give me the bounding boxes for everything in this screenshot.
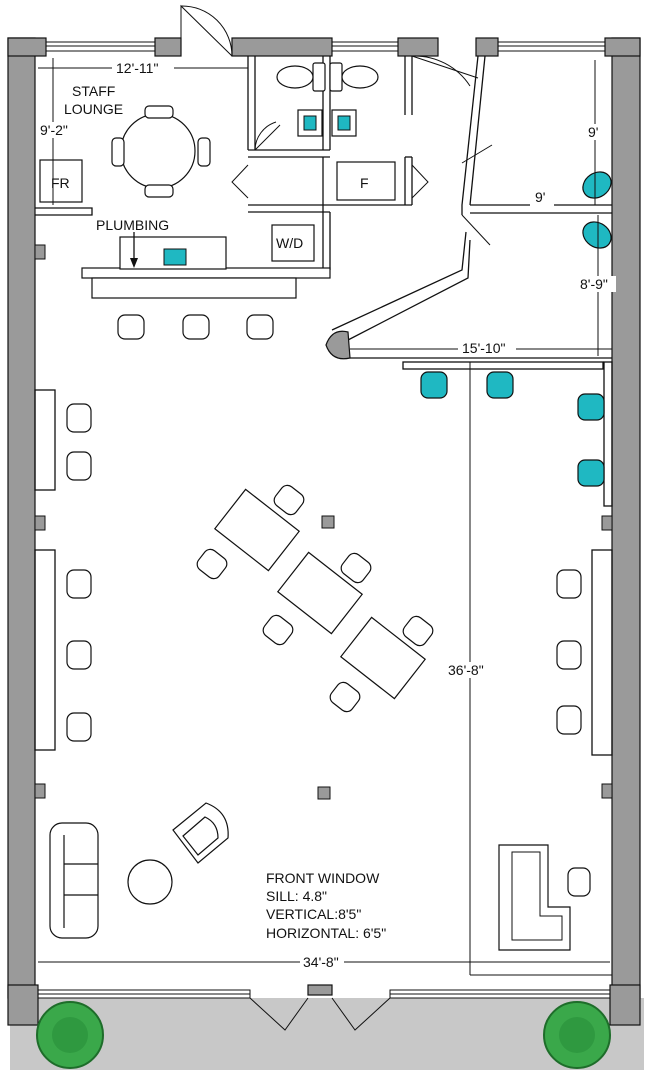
chair-icon (117, 314, 274, 340)
front-window (37, 989, 611, 999)
dim-counter-width: 15'-10" (462, 340, 505, 356)
chair-icon (66, 403, 591, 897)
staff-lounge-label: STAFF (72, 83, 115, 99)
top-windows (45, 41, 606, 52)
f-label: F (360, 175, 369, 191)
coffee-table (127, 859, 173, 905)
table-icon (213, 488, 427, 700)
island (91, 277, 297, 299)
bath-sinks (297, 109, 357, 137)
reception-desk (498, 844, 571, 951)
chair-icon (111, 105, 211, 198)
dim-lounge-depth: 9'-2" (40, 122, 68, 138)
f-unit (336, 161, 396, 201)
armchair-icon (172, 802, 229, 864)
wd-unit (271, 224, 315, 262)
office-chairs (420, 171, 612, 487)
counter-wedge (325, 330, 351, 360)
dim-room-depth: 36'-8" (448, 662, 484, 678)
wd-label: W/D (276, 235, 303, 251)
dim-office-depth: 9' (588, 124, 598, 140)
pilasters (34, 244, 613, 799)
sidewalk (10, 998, 644, 1070)
lounge-table (120, 113, 196, 189)
dim-office2-depth: 8'-9" (580, 276, 608, 292)
column-icon (321, 515, 335, 529)
sink-icon (163, 248, 187, 266)
fridge-icon (39, 159, 83, 203)
toilet-icon (276, 62, 379, 92)
chair-icon (196, 484, 434, 713)
shrub-icon (36, 1001, 611, 1069)
front-window-title: FRONT WINDOW (266, 870, 380, 886)
dim-total-width: 34'-8" (303, 954, 339, 970)
dim-office-width: 9' (535, 189, 545, 205)
fr-label: FR (51, 175, 70, 191)
front-window-horizontal: HORIZONTAL: 6'5" (266, 925, 386, 941)
door-swing-icon (180, 4, 493, 1031)
side-panels (34, 361, 613, 756)
dimension-labels: 12'-11" 9'-2" 9' 9' 8'-9" 15'-10" 36'-8"… (38, 60, 616, 970)
front-window-vertical: VERTICAL:8'5" (266, 906, 361, 922)
front-window-sill: SILL: 4.8" (266, 888, 327, 904)
outer-walls (7, 37, 641, 1026)
dim-lounge-width: 12'-11" (116, 60, 158, 76)
staff-lounge-label-2: LOUNGE (64, 101, 123, 117)
column-icon (317, 786, 331, 800)
plumbing-arrow (130, 258, 138, 268)
plumbing-label: PLUMBING (96, 217, 169, 233)
sofa-icon (49, 822, 99, 939)
